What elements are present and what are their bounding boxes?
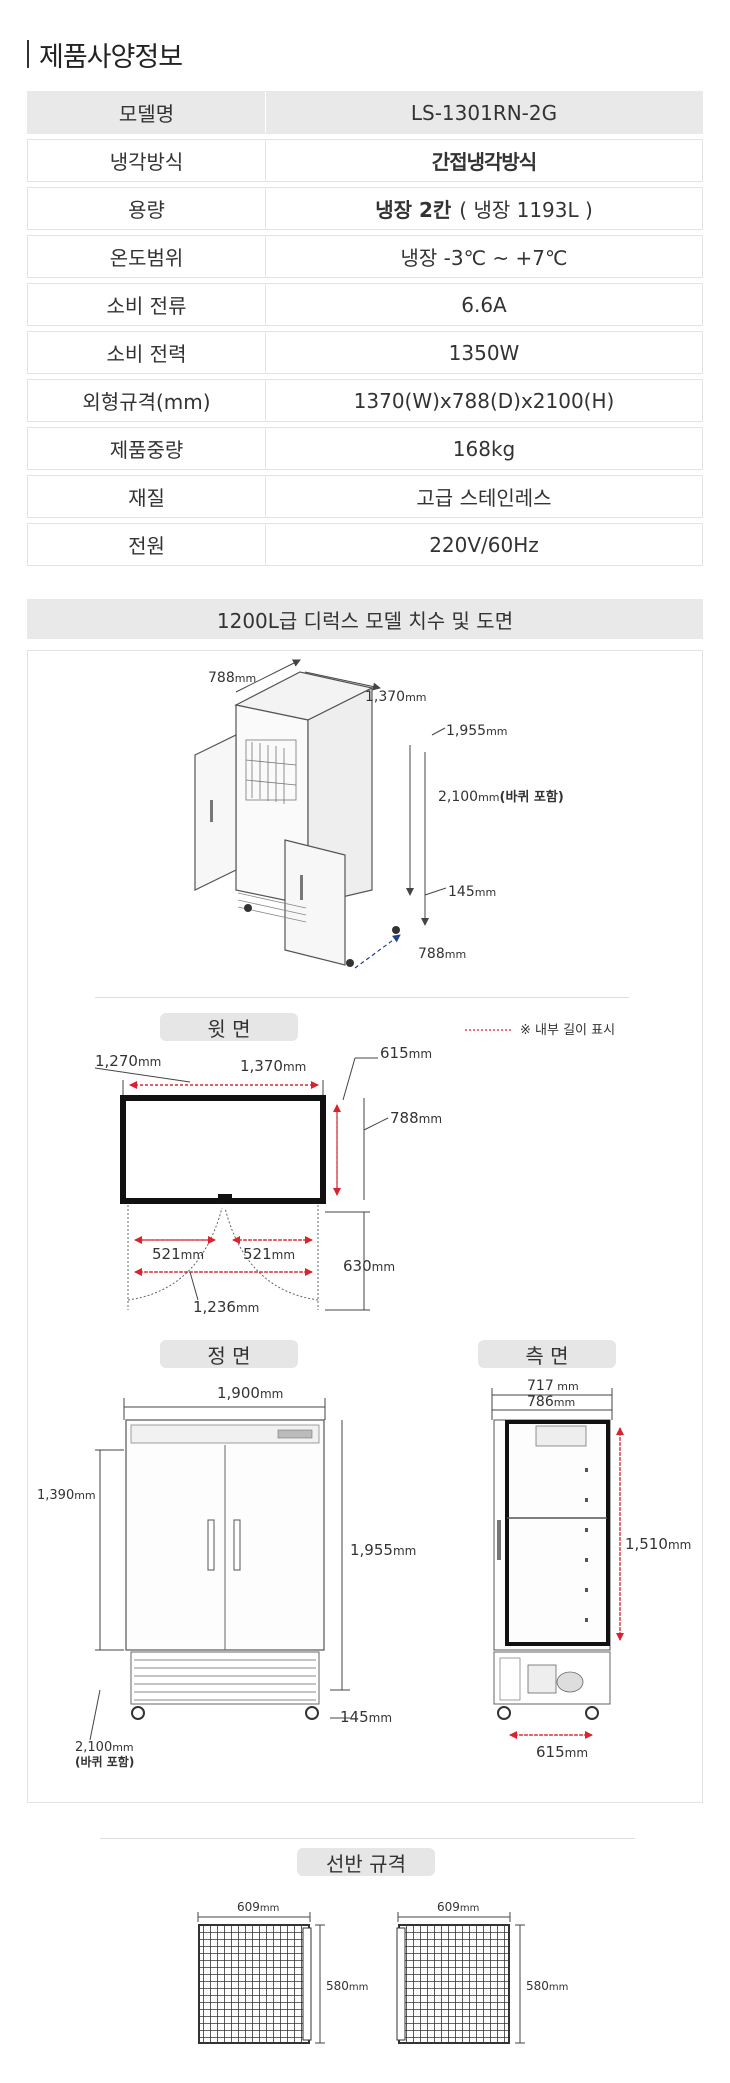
top-dim-inner-depth: 615mm bbox=[380, 1044, 432, 1062]
side-dim-inner-depth: 717 mm bbox=[527, 1378, 579, 1394]
spec-value: 1350W bbox=[448, 340, 520, 365]
spec-table: 모델명 LS-1301RN-2G 냉각방식 간접냉각방식 용량 냉장 2칸 ( … bbox=[27, 91, 703, 571]
spec-label: 온도범위 bbox=[28, 236, 266, 277]
top-view-legend: ※ 내부 길이 표시 bbox=[520, 1023, 615, 1038]
front-dim-total-note: (바퀴 포함) bbox=[75, 1754, 134, 1769]
spec-value: 냉장 -3℃ ~ +7℃ bbox=[400, 246, 568, 270]
top-dim-outer-depth: 788mm bbox=[390, 1109, 442, 1127]
side-dim-inner-height: 1,510mm bbox=[625, 1535, 691, 1553]
iso-view bbox=[194, 659, 447, 969]
top-dim-door-right: 521mm bbox=[243, 1245, 295, 1263]
side-dim-outer-depth: 786mm bbox=[527, 1394, 575, 1410]
shelf-section-title: 선반 규격 bbox=[297, 1848, 435, 1876]
front-dim-left-height: 1,390mm bbox=[37, 1488, 96, 1503]
top-view bbox=[94, 1029, 512, 1311]
shelf-2 bbox=[396, 1912, 525, 2044]
side-dim-bottom-depth: 615mm bbox=[536, 1743, 588, 1761]
spec-label: 냉각방식 bbox=[28, 140, 266, 181]
iso-dim-depth-bottom: 788mm bbox=[418, 946, 466, 962]
iso-dim-wheel: 145mm bbox=[448, 884, 496, 900]
spec-value-cooling-method: 간접냉각방식 bbox=[431, 150, 537, 174]
spec-row-dimensions: 외형규격(mm) 1370(W)x788(D)x2100(H) bbox=[27, 379, 703, 422]
front-dim-width: 1,900mm bbox=[217, 1384, 283, 1402]
top-dim-outer-width: 1,370mm bbox=[240, 1057, 306, 1075]
shelf-1-width: 609mm bbox=[237, 1900, 279, 1914]
top-view-title: 윗 면 bbox=[160, 1013, 298, 1041]
spec-row-power-supply: 전원 220V/60Hz bbox=[27, 523, 703, 566]
spec-label: 소비 전류 bbox=[28, 284, 266, 325]
shelf-2-width: 609mm bbox=[437, 1900, 479, 1914]
front-view-title: 정 면 bbox=[160, 1340, 298, 1368]
spec-value: 220V/60Hz bbox=[429, 532, 539, 557]
iso-dim-depth-top: 788mm bbox=[208, 670, 256, 686]
shelf-1 bbox=[197, 1912, 325, 2044]
top-dim-door-left: 521mm bbox=[152, 1245, 204, 1263]
front-dim-body-height: 1,955mm bbox=[350, 1541, 416, 1559]
iso-dim-width-top: 1,370mm bbox=[365, 689, 427, 705]
section-heading: 제품사양정보 bbox=[27, 36, 183, 73]
divider-shelf bbox=[100, 1838, 635, 1839]
divider-iso bbox=[95, 997, 629, 998]
spec-label: 외형규격(mm) bbox=[28, 380, 266, 421]
heading-bar bbox=[27, 40, 29, 68]
spec-label: 소비 전력 bbox=[28, 332, 266, 373]
iso-dim-height-total: 2,100mm(바퀴 포함) bbox=[438, 789, 564, 805]
capacity-detail: ( 냉장 1193L ) bbox=[459, 198, 593, 222]
side-view-title: 측 면 bbox=[478, 1340, 616, 1368]
top-dim-door-swing: 630mm bbox=[343, 1257, 395, 1275]
spec-label: 용량 bbox=[28, 188, 266, 229]
shelf-2-height: 580mm bbox=[526, 1979, 568, 1993]
spec-value: 냉장 2칸 ( 냉장 1193L ) bbox=[266, 188, 702, 229]
front-dim-total: 2,100mm bbox=[75, 1740, 134, 1755]
drawing-section-title: 1200L급 디럭스 모델 치수 및 도면 bbox=[27, 599, 703, 639]
spec-value: 고급 스테인레스 bbox=[416, 486, 552, 510]
spec-value: LS-1301RN-2G bbox=[410, 100, 558, 125]
spec-value: 168kg bbox=[452, 436, 516, 461]
shelf-1-height: 580mm bbox=[326, 1979, 368, 1993]
spec-row-material: 재질 고급 스테인레스 bbox=[27, 475, 703, 518]
spec-label: 전원 bbox=[28, 524, 266, 565]
heading-title: 제품사양정보 bbox=[39, 41, 183, 73]
spec-label: 모델명 bbox=[28, 92, 266, 133]
spec-row-temperature: 온도범위 냉장 -3℃ ~ +7℃ bbox=[27, 235, 703, 278]
spec-row-capacity: 용량 냉장 2칸 ( 냉장 1193L ) bbox=[27, 187, 703, 230]
front-dim-wheel: 145mm bbox=[340, 1708, 392, 1726]
top-dim-door-span: 1,236mm bbox=[193, 1298, 259, 1316]
spec-row-model: 모델명 LS-1301RN-2G bbox=[27, 91, 703, 134]
drawing-box bbox=[27, 650, 703, 1803]
capacity-bold: 냉장 2칸 bbox=[375, 198, 452, 222]
top-dim-inner-width: 1,270mm bbox=[95, 1052, 161, 1070]
front-view bbox=[89, 1398, 350, 1741]
iso-dim-height-body: 1,955mm bbox=[446, 723, 508, 739]
spec-label: 제품중량 bbox=[28, 428, 266, 469]
spec-row-current: 소비 전류 6.6A bbox=[27, 283, 703, 326]
spec-row-cooling: 냉각방식 간접냉각방식 bbox=[27, 139, 703, 182]
spec-value: 6.6A bbox=[461, 292, 507, 317]
side-view bbox=[491, 1388, 624, 1739]
spec-value: 1370(W)x788(D)x2100(H) bbox=[353, 388, 615, 413]
spec-label: 재질 bbox=[28, 476, 266, 517]
spec-row-power: 소비 전력 1350W bbox=[27, 331, 703, 374]
spec-row-weight: 제품중량 168kg bbox=[27, 427, 703, 470]
